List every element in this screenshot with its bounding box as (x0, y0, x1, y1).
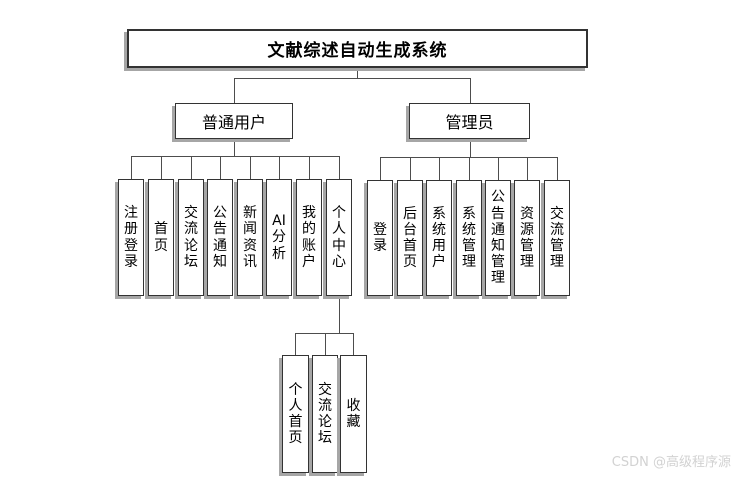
connector-line (527, 157, 528, 180)
connector-line (410, 157, 411, 180)
node-my-account: 我的账户 (296, 179, 322, 296)
node-root: 文献综述自动生成系统 (127, 29, 588, 68)
node-login: 登录 (367, 180, 393, 296)
connector-line (309, 156, 310, 179)
connector-line (557, 157, 558, 180)
connector-line (234, 78, 235, 104)
node-normal-user: 普通用户 (175, 103, 293, 139)
connector-line (380, 157, 557, 158)
connector-line (470, 139, 471, 157)
connector-line (279, 156, 280, 179)
connector-line (234, 78, 471, 79)
connector-line (161, 156, 162, 179)
node-system-user: 系统用户 (426, 180, 452, 296)
connector-line (131, 156, 132, 179)
node-news: 新闻资讯 (237, 179, 263, 296)
node-favorites: 收藏 (340, 355, 367, 473)
connector-line (380, 157, 381, 180)
connector-line (220, 156, 221, 179)
connector-line (295, 333, 354, 334)
connector-line (131, 156, 340, 157)
node-personal-forum: 交流论坛 (312, 355, 338, 473)
connector-line (357, 68, 358, 79)
node-ai-analysis: AI分析 (266, 179, 292, 296)
node-announcement: 公告通知 (207, 179, 233, 296)
node-admin: 管理员 (409, 103, 530, 139)
connector-line (339, 296, 340, 333)
node-forum: 交流论坛 (178, 179, 204, 296)
connector-line (325, 333, 326, 355)
node-personal-home: 个人首页 (282, 355, 309, 473)
connector-line (339, 156, 340, 179)
node-resource-manage: 资源管理 (514, 180, 540, 296)
connector-line (498, 157, 499, 180)
connector-line (191, 156, 192, 179)
node-announcement-manage: 公告通知管理 (485, 180, 511, 296)
connector-line (295, 333, 296, 355)
node-personal-center: 个人中心 (326, 179, 352, 296)
connector-line (234, 139, 235, 156)
connector-line (470, 78, 471, 104)
connector-line (250, 156, 251, 179)
node-forum-manage: 交流管理 (544, 180, 570, 296)
node-register-login: 注册登录 (118, 179, 144, 296)
connector-line (353, 333, 354, 355)
connector-line (469, 157, 470, 180)
node-system-manage: 系统管理 (456, 180, 482, 296)
watermark: CSDN @高级程序源 (611, 455, 731, 470)
node-home: 首页 (148, 179, 174, 296)
connector-line (439, 157, 440, 180)
node-admin-home: 后台首页 (397, 180, 423, 296)
